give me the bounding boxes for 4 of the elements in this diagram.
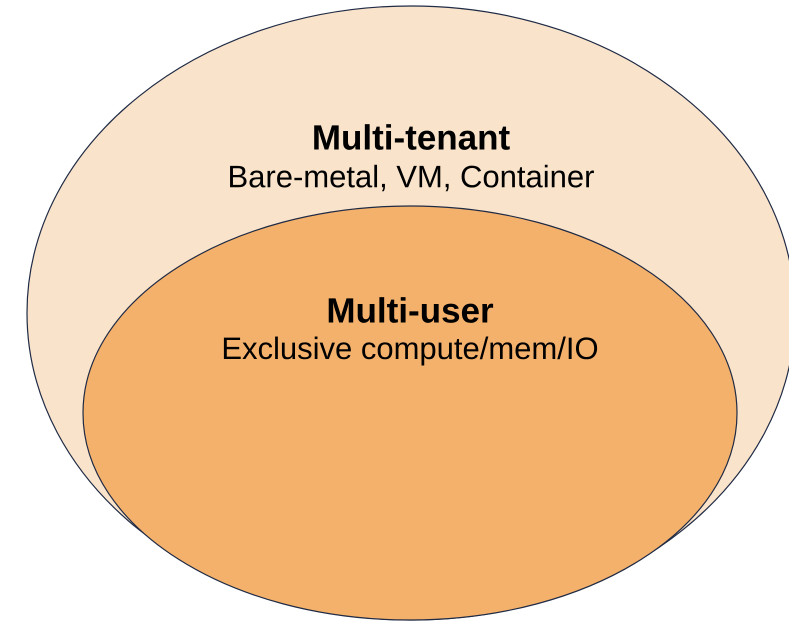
ellipse-subtitle: Bare-metal, VM, Container [230, 164, 594, 192]
ellipse-title: Multi-user [328, 297, 494, 323]
ellipse-title: Multi-tenant [314, 124, 510, 150]
ellipse-subtitle: Exclusive compute/mem/IO [224, 336, 598, 366]
